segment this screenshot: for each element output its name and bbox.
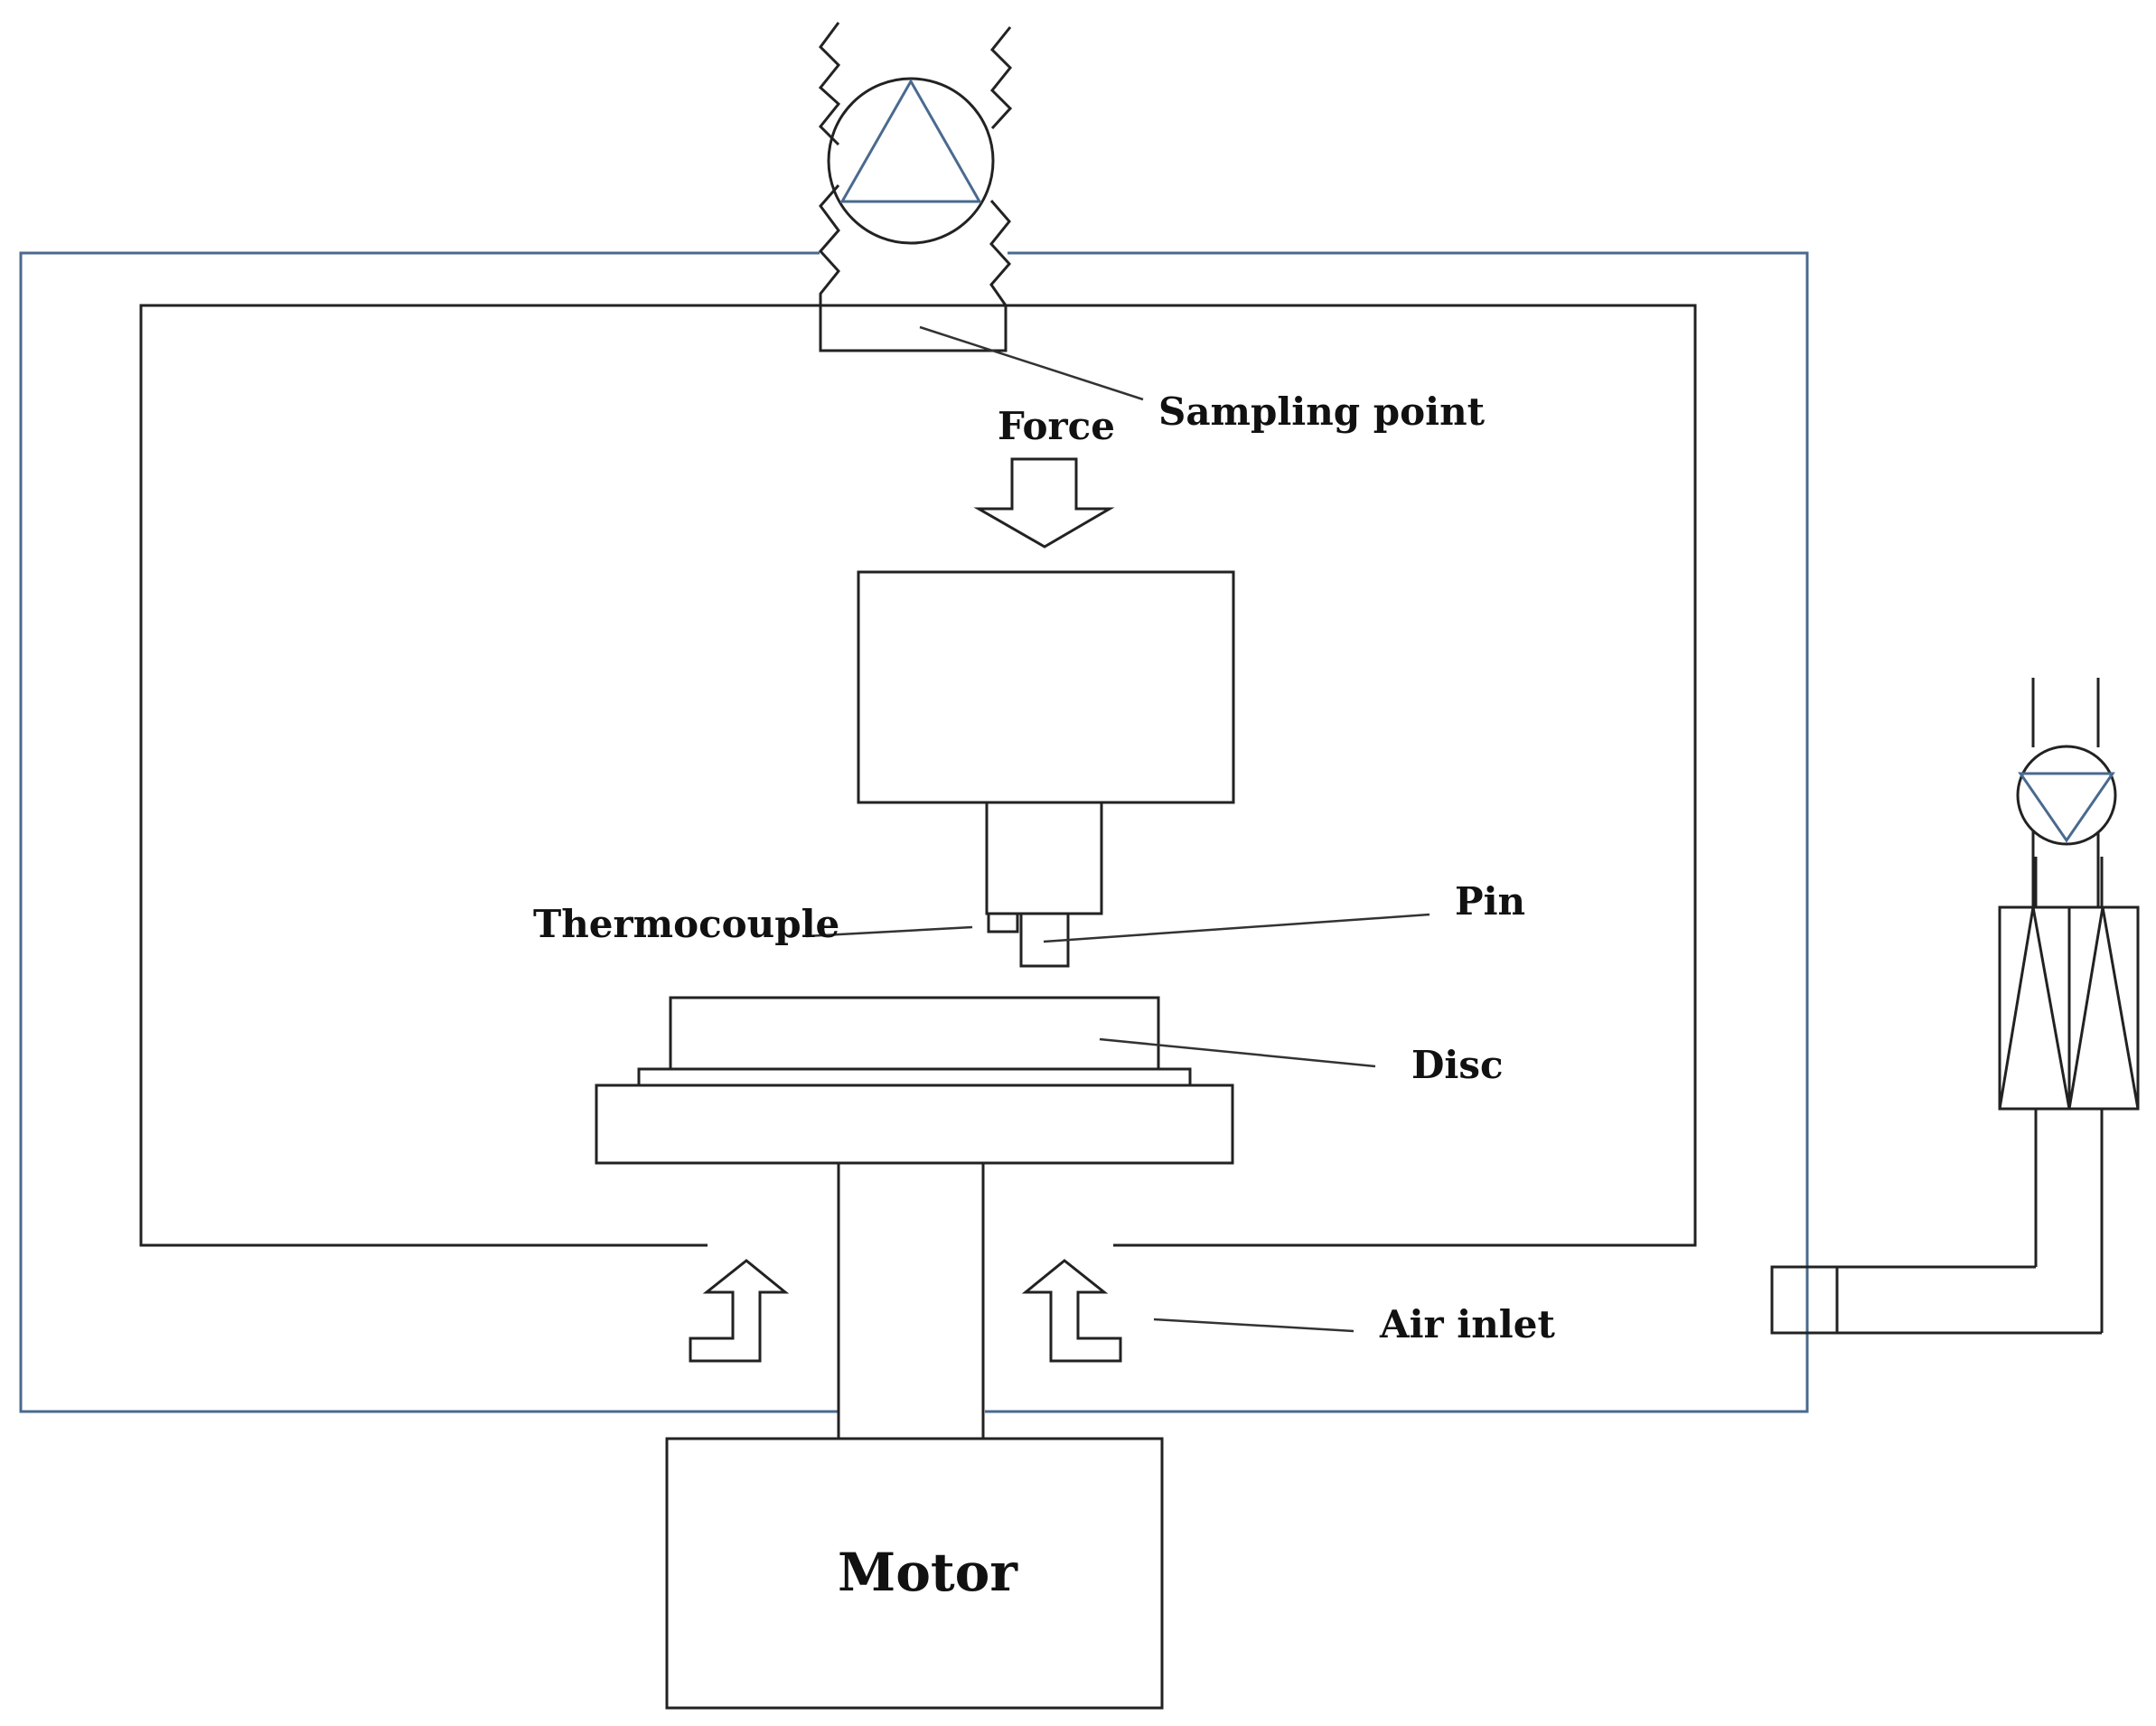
label-force: Force <box>998 404 1115 448</box>
inlet-pipe <box>1770 678 2104 1335</box>
leader-pin <box>1043 913 1430 943</box>
leader-thermocouple <box>805 925 973 938</box>
air-inlet-arrow-right-icon <box>1021 1259 1122 1363</box>
force-arrow <box>973 457 1115 549</box>
thermocouple <box>987 912 1019 933</box>
air-inlet-arrow-left-icon <box>689 1259 790 1363</box>
sampling-pump-icon <box>827 77 995 245</box>
leader-disc <box>1099 1037 1376 1068</box>
outer-enclosure <box>19 251 1809 1413</box>
label-pin: Pin <box>1455 879 1525 924</box>
label-thermocouple: Thermocouple <box>533 902 839 946</box>
motor <box>665 1437 1164 1710</box>
sampling-tube <box>818 22 1013 306</box>
label-disc: Disc <box>1411 1043 1504 1087</box>
disc-plate <box>637 1067 1192 1087</box>
pin-holder-block <box>857 570 1235 804</box>
disc-holder <box>595 1083 1234 1165</box>
leader-sampling-point <box>919 325 1144 401</box>
leader-air-inlet <box>1153 1318 1355 1333</box>
inner-chamber <box>139 304 1697 1247</box>
label-air-inlet: Air inlet <box>1379 1302 1555 1346</box>
motor-shaft <box>837 1161 985 1440</box>
disc <box>669 996 1160 1071</box>
label-sampling-point: Sampling point <box>1158 389 1486 434</box>
pin-holder-shaft <box>985 801 1103 915</box>
label-motor: Motor <box>838 1542 1018 1603</box>
inlet-pump-icon <box>2016 745 2117 846</box>
sampling-port <box>819 304 1008 352</box>
filter-icon <box>1998 905 2140 1111</box>
